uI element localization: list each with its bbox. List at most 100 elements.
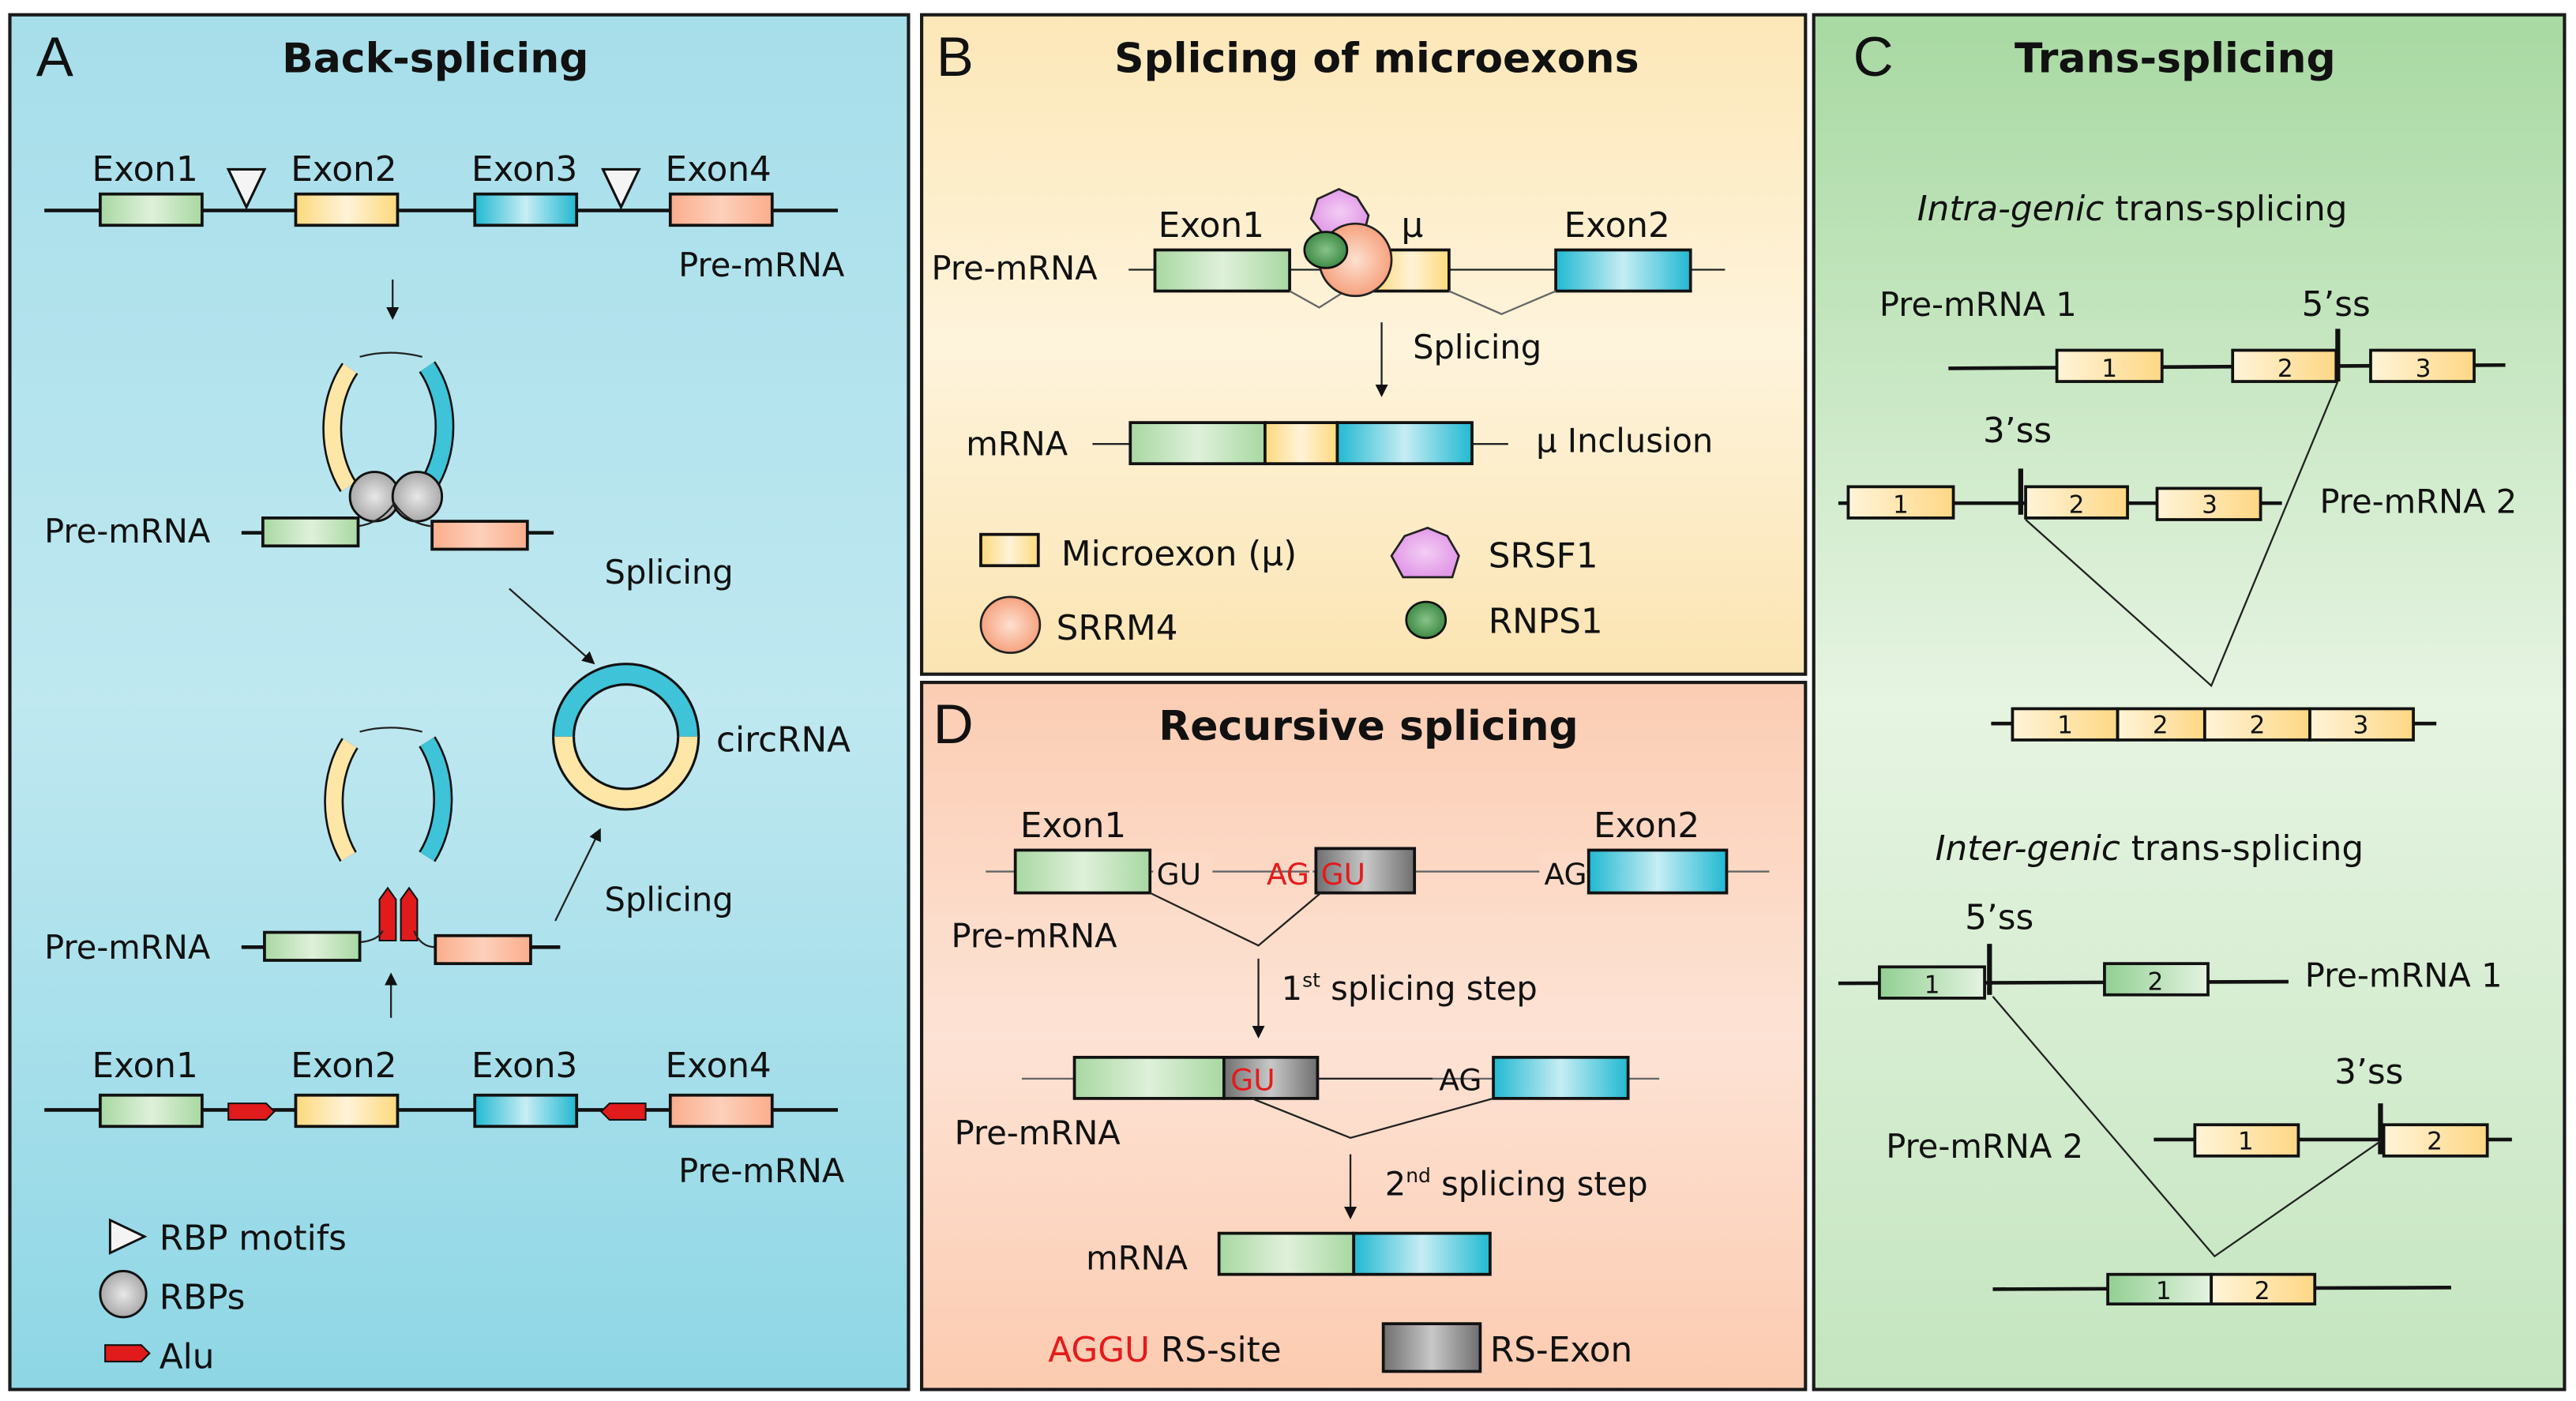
exon3-label: Exon3 — [471, 1046, 577, 1086]
panel-a-background — [8, 13, 911, 1392]
panel-b-legend: Microexon (μ) SRSF1 SRRM4 RNPS1 — [979, 526, 1603, 654]
exon2-box — [1587, 848, 1729, 895]
inter-genic-title: Inter-genic trans-splicing — [1936, 828, 2364, 869]
exon-number: 2 — [2277, 355, 2293, 383]
legend-rbp-motifs-label: RBP motifs — [160, 1218, 347, 1258]
splicing-label-lower: Splicing — [605, 880, 734, 918]
ag-red-label: AG — [1267, 857, 1309, 892]
bottom-pre-mrna-track: Exon1 Exon2 Exon3 Exon4 Pre-mRNA — [44, 1046, 845, 1190]
gu-mid-red-label: GU — [1230, 1062, 1275, 1097]
exon-number: 2 — [2427, 1127, 2443, 1155]
exon-number: 3 — [2353, 712, 2369, 740]
exon2-box — [294, 192, 400, 227]
rbp-motif-triangle-icon — [601, 167, 641, 210]
alu-element-icon — [599, 1102, 647, 1121]
panel-b-microexons: B Splicing of microexons Pre-mRNA Exon1 … — [920, 13, 1808, 676]
srrm4-circle-icon — [979, 595, 1042, 654]
alu-element-icon — [378, 886, 397, 942]
panel-c-trans-splicing: C Trans-splicing Intra-genic trans-splic… — [1812, 13, 2567, 1392]
circrna: circRNA — [552, 663, 851, 811]
pre-mrna-label: Pre-mRNA — [955, 1114, 1121, 1152]
exon2-label: Exon2 — [1594, 806, 1699, 846]
rnps1-circle-icon — [1303, 231, 1349, 269]
intra-5ss-label: 5’ss — [2302, 284, 2371, 325]
panel-a-letter: A — [36, 25, 74, 88]
panel-c-title: Trans-splicing — [2015, 36, 2336, 83]
exon-number: 2 — [2069, 491, 2085, 520]
rbp-motif-triangle-icon — [226, 167, 267, 210]
panel-b-background — [920, 13, 1808, 676]
rnps1-circle-icon — [1405, 600, 1448, 640]
ag-mid-label: AG — [1439, 1062, 1481, 1097]
legend-rnps1-label: RNPS1 — [1489, 602, 1603, 642]
exon1-label: Exon1 — [1020, 806, 1126, 846]
gu-red-label: GU — [1321, 857, 1365, 892]
exon1-box — [99, 192, 204, 227]
rs-exon-box — [1314, 847, 1417, 895]
pre-mrna-label: Pre-mRNA — [932, 249, 1098, 287]
legend-alu-label: Alu — [160, 1336, 215, 1377]
inter-5ss-label: 5’ss — [1965, 897, 2033, 937]
second-step-label: 2nd splicing step — [1385, 1164, 1648, 1204]
rbp-circle-icon — [99, 1270, 148, 1319]
alu-mediated-loop: Pre-mRNA — [44, 727, 561, 967]
exon4-label: Exon4 — [666, 149, 772, 190]
alu-element-icon — [227, 1102, 276, 1121]
exon4-box — [668, 192, 774, 227]
microexon-box-icon — [979, 532, 1040, 568]
microexon-label: μ — [1402, 205, 1424, 246]
exon-number: 2 — [2249, 712, 2265, 740]
exon1-label: Exon1 — [92, 149, 197, 190]
panel-a-title: Back-splicing — [282, 36, 588, 83]
intra-genic-title: Intra-genic trans-splicing — [1917, 189, 2348, 229]
exon-number: 3 — [2202, 491, 2217, 520]
exon-number: 2 — [2153, 712, 2169, 740]
exon-number: 2 — [2255, 1277, 2270, 1305]
pre-mrna-label: Pre-mRNA — [678, 1151, 845, 1190]
panel-a-legend: RBP motifs RBPs Alu — [99, 1218, 347, 1377]
exon2-label: Exon2 — [291, 149, 396, 190]
legend-srrm4-label: SRRM4 — [1057, 608, 1178, 648]
inter-pre-mrna1-label: Pre-mRNA 1 — [2305, 956, 2503, 994]
rbp-motif-triangle-icon — [108, 1218, 148, 1255]
panel-a-back-splicing: A Back-splicing Exon1 Exon2 Exon3 Exon4 … — [8, 13, 911, 1392]
inter-3ss-label: 3’ss — [2334, 1052, 2403, 1092]
legend-rs-site-label: AGGU RS-site — [1048, 1330, 1281, 1370]
panel-d-letter: D — [933, 693, 974, 755]
legend-rs-exon-label: RS-Exon — [1490, 1330, 1632, 1370]
first-step-label: 1st splicing step — [1282, 968, 1538, 1008]
panel-b-title: Splicing of microexons — [1114, 36, 1639, 83]
panel-d-background — [920, 681, 1808, 1392]
exon2-label: Exon2 — [291, 1046, 396, 1086]
rbp-loop-pre-mrna-label: Pre-mRNA — [44, 512, 211, 550]
intra-pre-mrna2-label: Pre-mRNA 2 — [2319, 483, 2517, 521]
splicing-label: Splicing — [1413, 328, 1541, 366]
gu-label: GU — [1157, 857, 1201, 892]
exon2-label: Exon2 — [1564, 205, 1670, 246]
panel-b-letter: B — [937, 25, 974, 88]
ag-label: AG — [1545, 857, 1587, 892]
rbp-circle-icon — [391, 471, 444, 523]
rs-exon-legend-icon — [1381, 1322, 1482, 1373]
legend-srsf1-label: SRSF1 — [1489, 535, 1598, 576]
panel-d-title: Recursive splicing — [1158, 703, 1578, 750]
mrna-label: mRNA — [966, 425, 1068, 464]
intra-pre-mrna1-label: Pre-mRNA 1 — [1879, 285, 2077, 324]
exon-number: 1 — [1924, 971, 1940, 1000]
rbp-mediated-loop: Pre-mRNA — [44, 351, 554, 551]
exon1-label: Exon1 — [92, 1046, 197, 1086]
exon1-box — [1013, 848, 1152, 895]
panel-c-letter: C — [1853, 25, 1894, 88]
intra-3ss-label: 3’ss — [1983, 411, 2052, 451]
exon-number: 1 — [2057, 712, 2073, 740]
exon2-box — [1554, 248, 1692, 293]
exon-number: 1 — [2156, 1277, 2172, 1305]
exon1-box — [1153, 248, 1291, 293]
splicing-arrow-upper — [509, 588, 595, 665]
alu-element-icon — [400, 886, 419, 942]
mu-inclusion-label: μ Inclusion — [1536, 422, 1713, 460]
alu-loop-pre-mrna-label: Pre-mRNA — [44, 928, 211, 967]
exon-number: 2 — [2148, 967, 2164, 996]
legend-microexon-label: Microexon (μ) — [1061, 534, 1297, 574]
